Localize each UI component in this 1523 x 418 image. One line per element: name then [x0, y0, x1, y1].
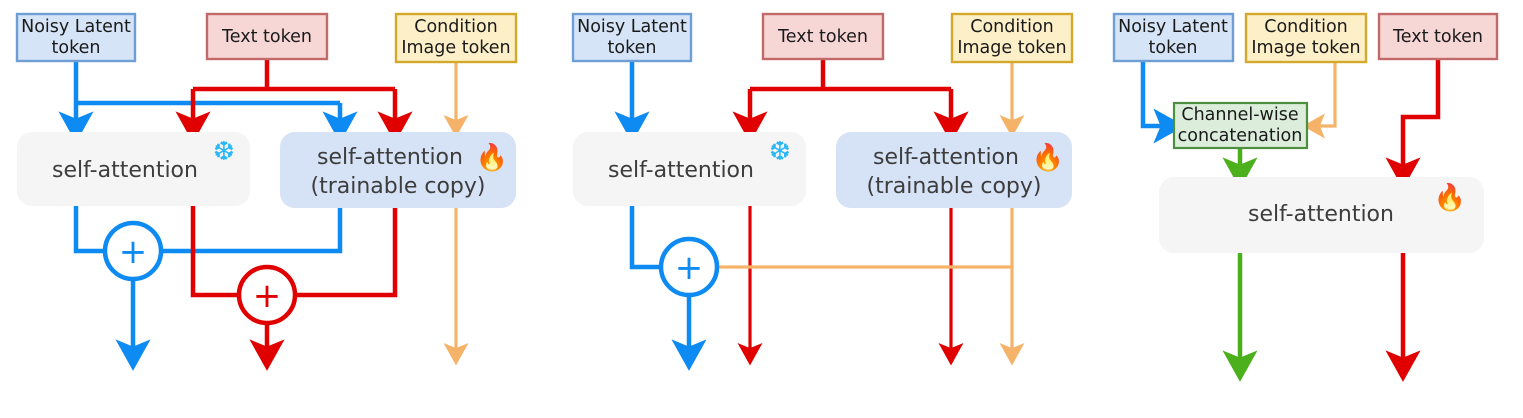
adder-text-symbol: +	[253, 276, 282, 316]
token-condition-image-line1: Condition	[414, 17, 498, 37]
adder-latent: +	[658, 236, 720, 298]
token-condition-image-line2: Image token	[1251, 38, 1360, 58]
concat-label-line1: Channel-wise	[1181, 105, 1298, 125]
token-text[interactable]: Text token	[205, 12, 329, 61]
panel-c: Noisy Latent token Condition Image token…	[1112, 12, 1499, 382]
token-noisy-latent-line1: Noisy Latent	[577, 17, 687, 37]
token-condition-image[interactable]: Condition Image token	[394, 12, 518, 64]
panel-c-connectors	[1140, 59, 1441, 382]
token-text-line1: Text token	[1392, 27, 1483, 47]
block-self-attention-frozen[interactable]: self-attention ❆	[17, 132, 250, 206]
snowflake-icon: ❆	[769, 137, 791, 167]
token-noisy-latent-line2: token	[52, 38, 101, 58]
adder-latent-symbol: +	[119, 232, 148, 272]
token-text-line1: Text token	[221, 27, 312, 47]
token-condition-image-line2: Image token	[957, 38, 1066, 58]
token-noisy-latent-line1: Noisy Latent	[1118, 17, 1228, 37]
adder-latent-symbol: +	[675, 248, 704, 288]
adder-text: +	[236, 264, 298, 326]
fire-icon: 🔥	[1434, 182, 1466, 213]
block-self-attention-trainable-line1: self-attention	[873, 145, 1019, 170]
fire-icon: 🔥	[1032, 142, 1064, 173]
block-self-attention-frozen-label: self-attention	[52, 158, 198, 183]
block-self-attention-frozen-label: self-attention	[608, 158, 754, 183]
edge-frozen-latent-to-adder	[629, 206, 661, 270]
panel-b: Noisy Latent token Text token Condition …	[571, 12, 1074, 371]
token-condition-image-line1: Condition	[970, 17, 1054, 37]
block-self-attention-frozen[interactable]: self-attention ❆	[573, 132, 806, 206]
token-condition-image[interactable]: Condition Image token	[1244, 12, 1368, 64]
panel-a-connectors	[58, 59, 469, 371]
block-self-attention-trainable-line2: (trainable copy)	[310, 174, 485, 199]
adder-latent: +	[102, 220, 164, 282]
token-condition-image-line2: Image token	[401, 38, 510, 58]
edge-trainable-text-to-adder	[295, 208, 398, 298]
token-noisy-latent[interactable]: Noisy Latent token	[571, 12, 693, 63]
token-noisy-latent-line2: token	[1149, 38, 1198, 58]
token-noisy-latent[interactable]: Noisy Latent token	[15, 12, 137, 63]
token-condition-image[interactable]: Condition Image token	[950, 12, 1074, 64]
concat-label-line2: concatenation	[1178, 126, 1303, 146]
block-self-attention-label: self-attention	[1248, 202, 1394, 227]
block-channel-wise-concatenation[interactable]: Channel-wise concatenation	[1172, 101, 1309, 150]
block-self-attention-trainable[interactable]: self-attention (trainable copy) 🔥	[280, 132, 516, 208]
token-text[interactable]: Text token	[1377, 12, 1499, 61]
block-self-attention[interactable]: self-attention 🔥	[1159, 177, 1484, 253]
token-condition-image-line1: Condition	[1264, 17, 1348, 37]
panel-b-connectors	[614, 59, 1025, 371]
panel-a: Noisy Latent token Text token Condition …	[15, 12, 518, 371]
token-noisy-latent-line1: Noisy Latent	[21, 17, 131, 37]
block-self-attention-trainable-line2: (trainable copy)	[866, 174, 1041, 199]
snowflake-icon: ❆	[213, 137, 235, 167]
edge-trainable-latent-to-adder	[161, 208, 343, 254]
edge-frozen-text-to-adder	[190, 206, 239, 298]
edge-cond-to-concat	[1302, 62, 1337, 139]
block-self-attention-trainable[interactable]: self-attention (trainable copy) 🔥	[836, 132, 1072, 208]
block-self-attention-trainable-line1: self-attention	[317, 145, 463, 170]
edge-frozen-latent-to-adder	[73, 206, 105, 254]
token-text[interactable]: Text token	[761, 12, 885, 61]
fire-icon: 🔥	[476, 142, 508, 173]
token-text-line1: Text token	[777, 27, 868, 47]
edge-text-to-attention	[1385, 59, 1441, 189]
token-noisy-latent-line2: token	[608, 38, 657, 58]
token-noisy-latent[interactable]: Noisy Latent token	[1112, 12, 1235, 63]
edge-latent-to-concat	[1140, 61, 1185, 144]
